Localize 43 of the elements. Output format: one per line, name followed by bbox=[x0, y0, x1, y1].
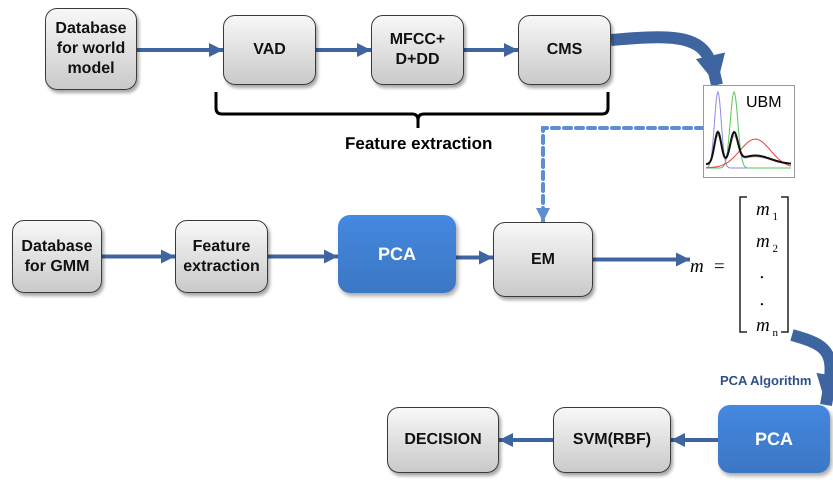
process-box bbox=[175, 220, 268, 293]
equals-sign: = bbox=[714, 257, 725, 276]
process-box bbox=[553, 407, 671, 473]
group-label: Feature extraction bbox=[345, 134, 492, 154]
math-symbol: m bbox=[690, 257, 704, 276]
process-box bbox=[45, 8, 137, 90]
arrow bbox=[464, 43, 518, 57]
process-box bbox=[371, 15, 464, 85]
process-box bbox=[718, 405, 830, 473]
arrow bbox=[268, 250, 338, 264]
vector-entry: m$_{1}$ bbox=[756, 200, 778, 223]
node-label: PCA Algorithm bbox=[720, 373, 812, 388]
process-box bbox=[12, 220, 102, 293]
node-label: SVM(RBF) bbox=[572, 430, 652, 450]
arrow bbox=[316, 43, 371, 57]
node-label: Database for GMM bbox=[20, 236, 94, 276]
arrow bbox=[671, 433, 718, 447]
arrow bbox=[137, 43, 223, 57]
curved-arrow bbox=[610, 31, 726, 86]
vector-entry: . bbox=[760, 263, 765, 282]
arrow bbox=[102, 250, 175, 264]
arrow bbox=[499, 433, 553, 447]
node-label: CMS bbox=[546, 40, 582, 60]
process-box bbox=[387, 407, 499, 473]
node-label: PCA bbox=[378, 242, 416, 266]
node-label: Database for world model bbox=[54, 19, 128, 79]
arrow bbox=[593, 252, 690, 266]
node-label: MFCC+ D+DD bbox=[388, 30, 446, 70]
arrow bbox=[456, 250, 493, 264]
dashed-arrow bbox=[536, 126, 705, 224]
node-label: VAD bbox=[253, 40, 286, 60]
plot-title: UBM bbox=[746, 94, 782, 112]
process-box bbox=[493, 222, 593, 297]
process-box bbox=[338, 215, 456, 293]
process-box bbox=[223, 15, 316, 85]
node-label: PCA bbox=[754, 428, 793, 450]
vector-entry: m$_{2}$ bbox=[756, 232, 778, 255]
vector-entry: . bbox=[760, 290, 765, 309]
node-label: EM bbox=[531, 250, 555, 270]
vector-entry: m$_{n}$ bbox=[756, 316, 778, 339]
node-label: Feature extraction bbox=[182, 236, 261, 276]
process-box bbox=[518, 15, 611, 85]
node-label: DECISION bbox=[404, 430, 482, 450]
